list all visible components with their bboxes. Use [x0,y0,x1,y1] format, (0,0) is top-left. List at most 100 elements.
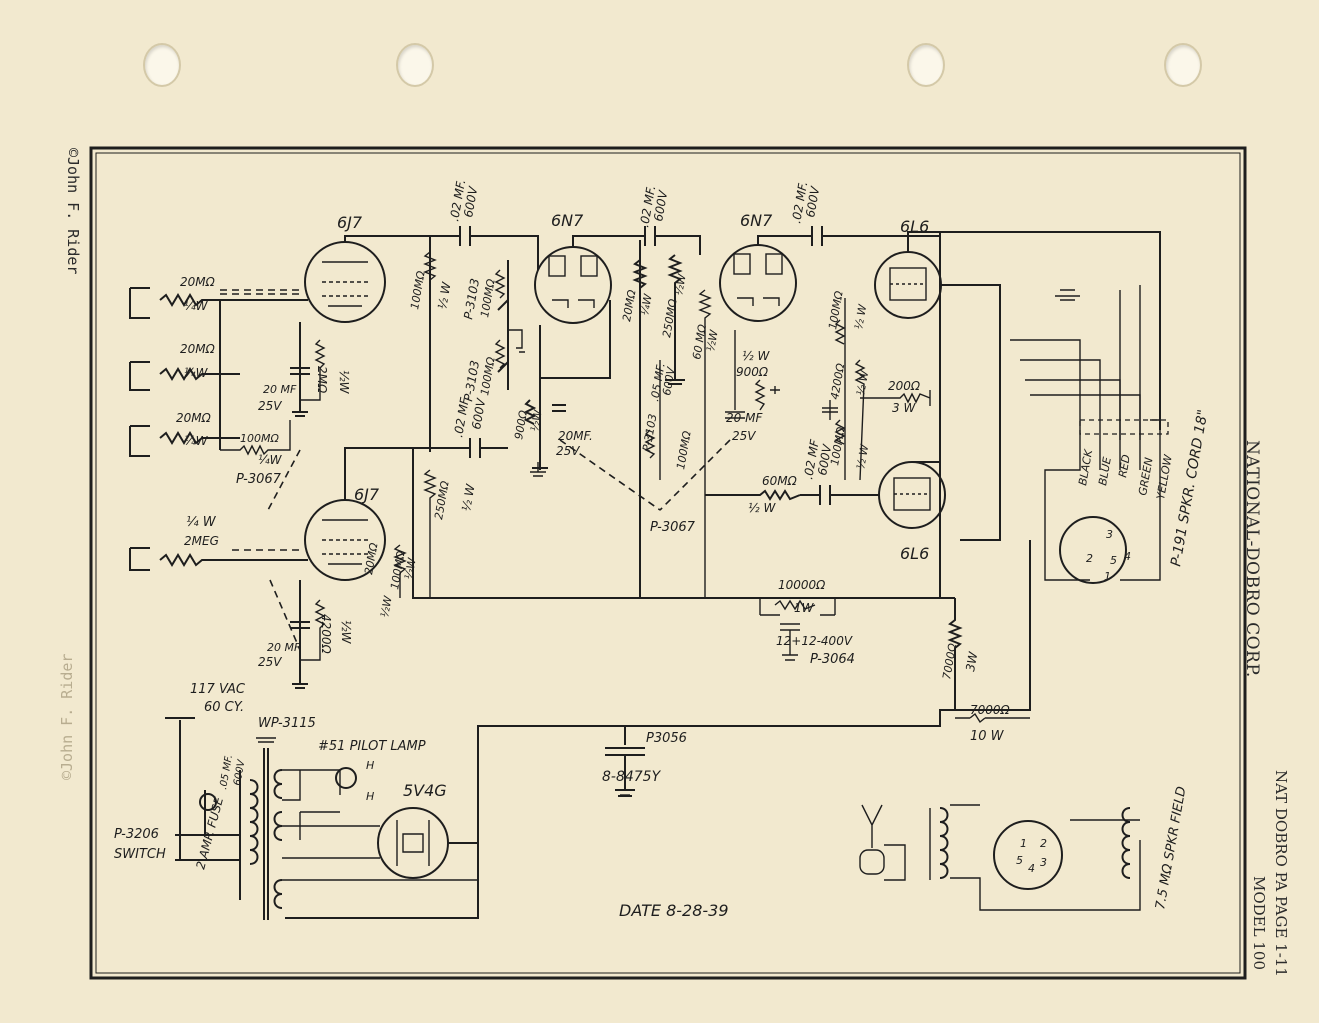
socket-pin: 2 [1086,552,1093,565]
tube-6n7-first [534,246,612,324]
socket-pin: 3 [1106,528,1113,541]
component-label: ¼ W [186,515,217,530]
component-label: 20MΩ [180,275,216,289]
tube-label: 5V4G [403,781,447,800]
component-label: H [366,759,374,772]
component-label: ½ W [854,443,871,471]
component-label: 25V [732,429,756,443]
component-label: 10 W [970,729,1005,744]
speaker-cord-label: P-191 SPKR. CORD 18" [1168,408,1211,567]
component-label: 2MEG [184,534,219,548]
component-label: 600V [815,443,834,477]
component-label: WP-3115 [258,716,316,731]
component-label: 7000Ω [970,703,1011,717]
component-label: 60 MΩ [690,323,709,361]
component-label: P-3103 [640,413,659,453]
tube-6l6-lower [878,461,946,529]
component-label: 100MΩ [408,269,428,310]
tube-label: 6L6 [900,217,929,236]
tube-label: 6J7 [337,213,363,232]
punch-hole [396,43,434,87]
component-label: 60 CY. [204,700,244,715]
punch-hole [907,43,945,87]
tube-6n7-second [719,244,797,322]
component-label: 600V [461,185,480,219]
component-label: ½ W [742,349,770,363]
component-label: 600V [232,758,248,787]
circuit-wiring [129,226,1169,920]
component-label: 3 W [892,401,916,415]
punch-hole [1164,43,1202,87]
component-label: ½W [337,370,351,395]
component-label: 8-8475Y [602,769,662,785]
component-label: ¼W [184,434,209,448]
tube-5v4g-rectifier [377,807,449,879]
speaker-field-label: 7.5 MΩ SPKR FIELD [1153,785,1189,910]
component-label: 25V [258,655,282,669]
component-label: 100MΩ [826,289,846,330]
socket-pin: 5 [1110,554,1117,567]
component-label: 20 MF [726,411,763,425]
tube-label: 6L6 [900,544,929,563]
diagram-inner-frame [95,152,1241,974]
wire-color: RED [1116,454,1133,479]
component-label: ½ W [748,501,776,515]
component-label: ½ W [459,482,478,512]
component-label: 25V [258,399,282,413]
component-label: ¼W [184,299,209,313]
component-label: ½W [378,594,395,619]
component-labels: 20MΩ ¼W 20MΩ ¼W 20MΩ ¼W 100MΩ ¼W P-3067 … [114,178,1212,920]
component-label: ½ W [435,280,454,310]
component-label: 3W [963,650,980,673]
diagram-frame [89,146,1247,980]
component-label: ½W [528,408,545,433]
component-label: 900Ω [512,409,530,441]
component-label: 20MΩ [176,411,212,425]
component-label: 7000Ω [940,642,959,681]
component-label: ½ W [852,303,869,331]
component-label: 20 MF [267,641,301,654]
diagram-date: DATE 8-28-39 [619,901,729,920]
component-label: ½W [704,328,721,353]
component-label: SWITCH [114,847,166,862]
component-label: ¼W [258,453,283,467]
socket-pin: 1 [1020,837,1027,850]
wire-color: BLUE [1096,456,1114,487]
component-label: ½W [339,620,353,645]
socket-pin: 4 [1124,550,1131,563]
component-label: 10000Ω [778,578,826,592]
socket-pin: 1 [1104,570,1111,583]
component-label: 600V [651,189,670,223]
component-label: H [366,790,374,803]
component-label: 20MΩ [620,288,638,322]
tube-label: 6N7 [551,211,584,230]
socket-pin: 4 [1028,862,1035,875]
component-label: P-3067 [650,520,696,535]
socket-pin: 3 [1040,856,1047,869]
component-label: 4200Ω [828,362,847,401]
component-label: ¼W [638,292,655,317]
component-label: 20 MF [263,383,297,396]
component-label: 20MΩ [180,342,216,356]
punch-hole [143,43,181,87]
tube-label: 6N7 [740,211,773,230]
wire-color: BLACK [1076,448,1095,487]
socket-pin: 5 [1016,854,1023,867]
component-label: .02 MF. [451,394,472,438]
component-label: P3056 [646,731,687,746]
wire-color: GREEN [1136,457,1155,497]
component-label: 4200Ω [319,614,333,655]
component-label: 60MΩ [762,474,798,488]
wire-color: YELLOW [1154,453,1175,501]
component-label: 117 VAC [190,682,246,697]
component-label: 100MΩ [240,432,279,445]
component-label: 12+12-400V [776,634,853,648]
socket-pin: 2 [1040,837,1047,850]
component-label: 2MΩ [315,366,329,394]
component-label: 600V [469,397,488,431]
component-label: P-3206 [114,827,159,842]
tube-6j7-first [304,241,386,323]
component-label: P-3064 [810,652,855,667]
